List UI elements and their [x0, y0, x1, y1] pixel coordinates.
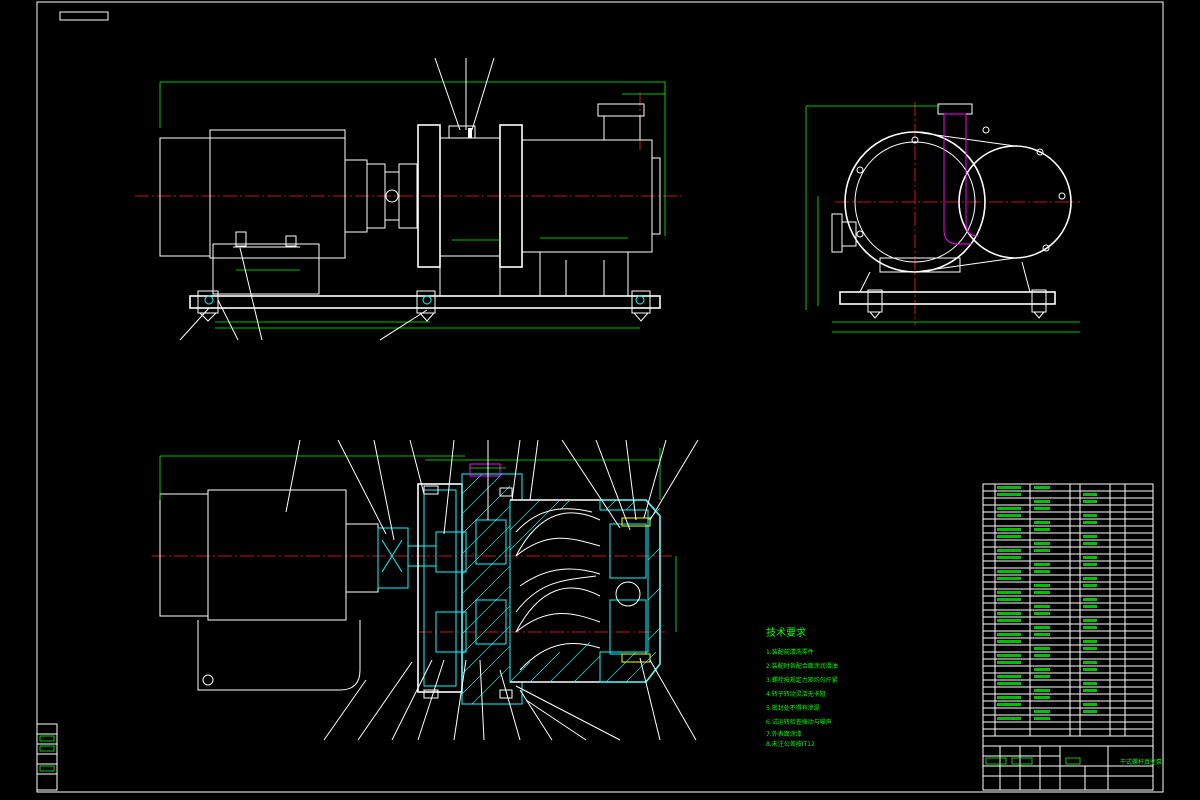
parts-cell-mark	[1083, 661, 1097, 664]
parts-cell-mark	[997, 598, 1021, 601]
parts-cell-mark	[997, 493, 1021, 496]
hatch-left	[461, 473, 511, 705]
parts-cell-mark	[1083, 521, 1097, 524]
note-line: 1.装配前清洗零件	[766, 648, 814, 656]
parts-cell-mark	[1034, 675, 1050, 678]
parts-cell-mark	[1083, 514, 1097, 517]
parts-cell-mark	[1083, 493, 1097, 496]
parts-cell-mark	[1083, 703, 1097, 706]
parts-cell-mark	[997, 507, 1021, 510]
parts-cell-mark	[1083, 668, 1097, 671]
drawing-name: 干式螺杆真空泵	[1120, 758, 1162, 766]
hatch-housing	[509, 499, 601, 683]
parts-cell-mark	[1083, 605, 1097, 608]
parts-cell-mark	[997, 703, 1021, 706]
note-line: 6.试运转检查振动与噪声	[766, 718, 832, 726]
parts-cell-mark	[997, 486, 1021, 489]
parts-cell-mark	[1083, 710, 1097, 713]
parts-cell-mark	[997, 577, 1021, 580]
parts-list	[982, 483, 1154, 737]
parts-cell-mark	[1034, 549, 1050, 552]
drawing-frame	[36, 1, 1164, 793]
parts-cell-mark	[1083, 689, 1097, 692]
parts-cell-mark	[1034, 500, 1050, 503]
section-view	[152, 439, 699, 741]
parts-cell-mark	[1034, 591, 1050, 594]
note-line: 7.外表面涂漆	[766, 730, 802, 738]
parts-cell-mark	[1034, 717, 1050, 720]
parts-cell-mark	[1083, 535, 1097, 538]
parts-cell-mark	[997, 549, 1021, 552]
parts-cell-mark	[1083, 577, 1097, 580]
parts-rows	[983, 486, 1153, 730]
parts-cell-mark	[1083, 563, 1097, 566]
parts-cell-mark	[1083, 598, 1097, 601]
parts-cell-mark	[997, 528, 1021, 531]
parts-cell-mark	[1034, 710, 1050, 713]
parts-cell-mark	[1034, 507, 1050, 510]
note-line: 5.密封处不得有泄漏	[766, 704, 820, 712]
parts-cell-mark	[997, 682, 1021, 685]
parts-cell-mark	[1083, 640, 1097, 643]
parts-cell-mark	[1034, 528, 1050, 531]
parts-cell-mark	[1083, 500, 1097, 503]
parts-cell-mark	[997, 633, 1021, 636]
parts-cell-mark	[1034, 605, 1050, 608]
parts-cell-mark	[997, 675, 1021, 678]
hatch-right	[605, 499, 661, 683]
parts-cell-mark	[997, 556, 1021, 559]
parts-cell-mark	[1034, 668, 1050, 671]
parts-cell-mark	[1083, 542, 1097, 545]
parts-cell-mark	[1034, 612, 1050, 615]
parts-cell-mark	[1034, 689, 1050, 692]
parts-cell-mark	[997, 696, 1021, 699]
parts-cell-mark	[997, 619, 1021, 622]
technical-notes: 技术要求 1.装配前清洗零件 2.装配时各配合面涂润滑油 3.螺栓按规定力矩均匀…	[766, 626, 838, 748]
side-view	[805, 102, 1080, 333]
parts-cell-mark	[997, 535, 1021, 538]
parts-cell-mark	[1034, 563, 1050, 566]
parts-cell-mark	[1083, 584, 1097, 587]
parts-cell-mark	[1034, 647, 1050, 650]
parts-cell-mark	[997, 591, 1021, 594]
parts-cell-mark	[1034, 570, 1050, 573]
parts-cell-mark	[1083, 626, 1097, 629]
parts-cell-mark	[1083, 556, 1097, 559]
parts-cell-mark	[997, 661, 1021, 664]
parts-cell-mark	[1034, 486, 1050, 489]
front-view	[135, 57, 685, 341]
parts-cell-mark	[1034, 521, 1050, 524]
parts-cell-mark	[1034, 542, 1050, 545]
parts-cell-mark	[1034, 696, 1050, 699]
parts-cell-mark	[1083, 619, 1097, 622]
parts-cell-mark	[997, 570, 1021, 573]
note-line: 4.转子转动灵活无卡阻	[766, 690, 826, 698]
parts-cell-mark	[1083, 647, 1097, 650]
parts-cell-mark	[997, 514, 1021, 517]
note-line: 8.未注公差按IT12	[766, 740, 815, 748]
notes-title: 技术要求	[766, 626, 806, 639]
parts-cell-mark	[1034, 633, 1050, 636]
parts-cell-mark	[997, 654, 1021, 657]
note-line: 2.装配时各配合面涂润滑油	[766, 662, 838, 670]
parts-cell-mark	[1034, 654, 1050, 657]
parts-cell-mark	[997, 717, 1021, 720]
parts-cell-mark	[1083, 682, 1097, 685]
margin-block	[36, 723, 58, 791]
parts-cell-mark	[1034, 626, 1050, 629]
title-block: 干式螺杆真空泵	[982, 735, 1162, 791]
parts-cell-mark	[997, 612, 1021, 615]
parts-cell-mark	[997, 640, 1021, 643]
parts-cell-mark	[1034, 584, 1050, 587]
note-line: 3.螺栓按规定力矩均匀拧紧	[766, 676, 838, 684]
